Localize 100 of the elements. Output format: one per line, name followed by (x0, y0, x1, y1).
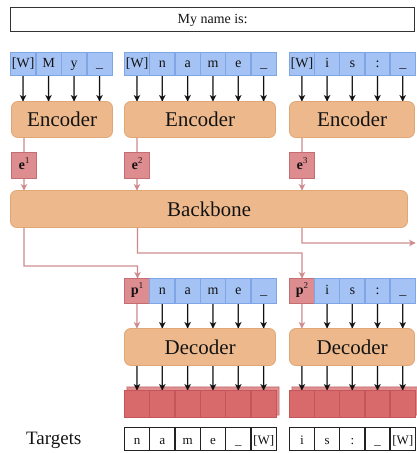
arrow (234, 304, 242, 329)
arrow (234, 76, 242, 102)
token-cell: _ (250, 52, 277, 76)
arrow (260, 366, 268, 391)
output-block (124, 390, 150, 418)
arrow (234, 366, 242, 391)
token-cell: m (200, 52, 226, 76)
token-cell: [W] (289, 52, 315, 76)
target-cell: a (149, 427, 176, 451)
token-cell: s (339, 52, 366, 76)
arrow (133, 76, 140, 102)
arrow (298, 304, 306, 329)
embedding-cell: e$^{1}$ (11, 152, 37, 179)
output-block (174, 390, 201, 418)
module-box: Backbone (10, 190, 408, 228)
token-cell: _ (86, 52, 113, 76)
arrow (298, 179, 306, 191)
output-block (339, 390, 366, 418)
arrow (298, 76, 306, 102)
token-cell: n (149, 52, 176, 76)
module-box: Encoder (124, 101, 276, 138)
target-cell: : (339, 427, 366, 451)
token-cell: s (339, 278, 366, 304)
embedding-cell: p$^{2}$ (289, 278, 315, 304)
target-cell: [W] (250, 427, 277, 451)
arrow (158, 76, 166, 102)
target-cell: m (174, 427, 201, 451)
target-cell: _ (225, 427, 252, 451)
arrow (133, 366, 140, 391)
arrow (23, 228, 141, 279)
token-cell: : (364, 278, 390, 304)
arrow (324, 76, 331, 102)
output-block (390, 390, 416, 418)
target-cell: n (124, 427, 150, 451)
token-cell: i (314, 278, 340, 304)
arrow (298, 366, 306, 391)
token-cell: _ (390, 52, 416, 76)
arrow (96, 76, 104, 102)
connector-line (136, 138, 138, 152)
arrow (184, 76, 192, 102)
arrow (158, 304, 166, 329)
token-cell: a (174, 278, 201, 304)
token-cell: m (200, 278, 226, 304)
arrow (45, 76, 52, 102)
module-box: Encoder (289, 101, 415, 138)
arrow (70, 76, 78, 102)
connector-line (301, 138, 303, 152)
target-cell: i (289, 427, 315, 451)
arrow (209, 366, 216, 391)
arrow (260, 304, 268, 329)
token-cell: a (174, 52, 201, 76)
arrow (260, 76, 268, 102)
module-box: Decoder (124, 328, 276, 366)
arrow (399, 76, 406, 102)
output-block (225, 390, 252, 418)
token-cell: : (364, 52, 390, 76)
arrow (184, 304, 192, 329)
arrow (158, 366, 166, 391)
token-cell: n (149, 278, 176, 304)
token-cell: M (36, 52, 62, 76)
embedding-cell: p$^{1}$ (124, 278, 150, 304)
token-cell: i (314, 52, 340, 76)
arrow (399, 304, 406, 329)
arrow (348, 366, 356, 391)
module-box: Decoder (289, 328, 415, 366)
arrow (374, 366, 381, 391)
token-cell: [W] (10, 52, 36, 76)
token-cell: _ (250, 278, 277, 304)
arrow (374, 304, 381, 329)
output-block (200, 390, 226, 418)
token-cell: y (61, 52, 88, 76)
output-block (364, 390, 390, 418)
arrow (209, 304, 216, 329)
token-cell: e (225, 52, 252, 76)
connector-line (23, 138, 25, 152)
output-block (149, 390, 176, 418)
arrow (133, 304, 140, 329)
arrow (374, 76, 381, 102)
arrow (184, 366, 192, 391)
arrow (20, 179, 28, 191)
target-cell: _ (364, 427, 390, 451)
token-cell: [W] (124, 52, 150, 76)
module-box: Encoder (11, 101, 113, 138)
arrow (348, 304, 356, 329)
output-block (289, 390, 315, 418)
row-label: Targets (26, 429, 82, 448)
target-cell: e (200, 427, 226, 451)
token-cell: e (225, 278, 252, 304)
output-block (250, 390, 277, 418)
arrow (324, 304, 331, 329)
target-cell: s (314, 427, 340, 451)
arrow (209, 76, 216, 102)
prompt-box: My name is: (10, 7, 415, 32)
arrow (20, 76, 27, 102)
embedding-cell: e$^{2}$ (124, 152, 150, 179)
arrow (136, 228, 306, 279)
arrow (399, 366, 406, 391)
embedding-cell: e$^{3}$ (289, 152, 315, 179)
arrow (324, 366, 331, 391)
arrow (348, 76, 356, 102)
